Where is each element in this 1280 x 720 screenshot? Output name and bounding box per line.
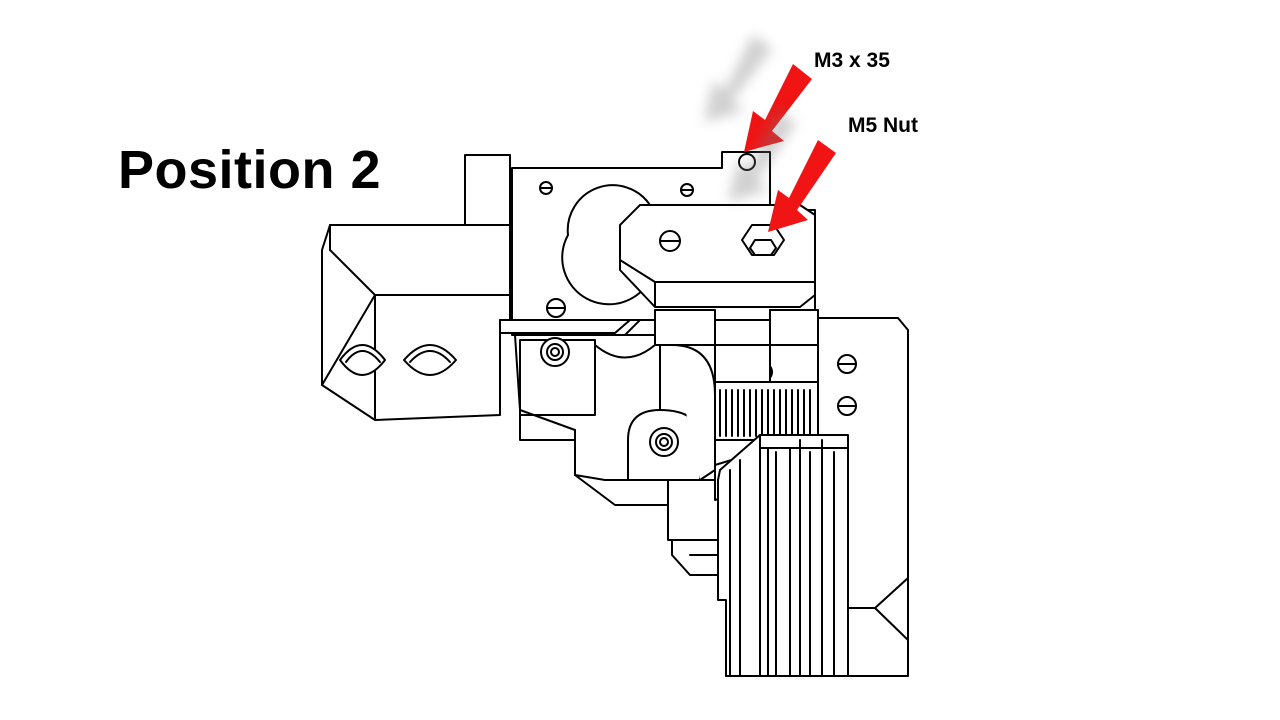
m5-nut-arrow-icon: [728, 110, 836, 232]
m3-screw-label: M3 x 35: [814, 49, 890, 72]
slide-title: Position 2: [118, 140, 382, 200]
upper-clamp-block: [619, 204, 816, 308]
pulley-boss: [627, 309, 716, 481]
m3-screw-arrow-icon: [704, 34, 812, 152]
m5-nut-label: M5 Nut: [848, 114, 918, 137]
left-block-holes: [339, 344, 457, 376]
aluminum-extrusion: [717, 434, 849, 677]
belt-teeth: [714, 344, 821, 441]
